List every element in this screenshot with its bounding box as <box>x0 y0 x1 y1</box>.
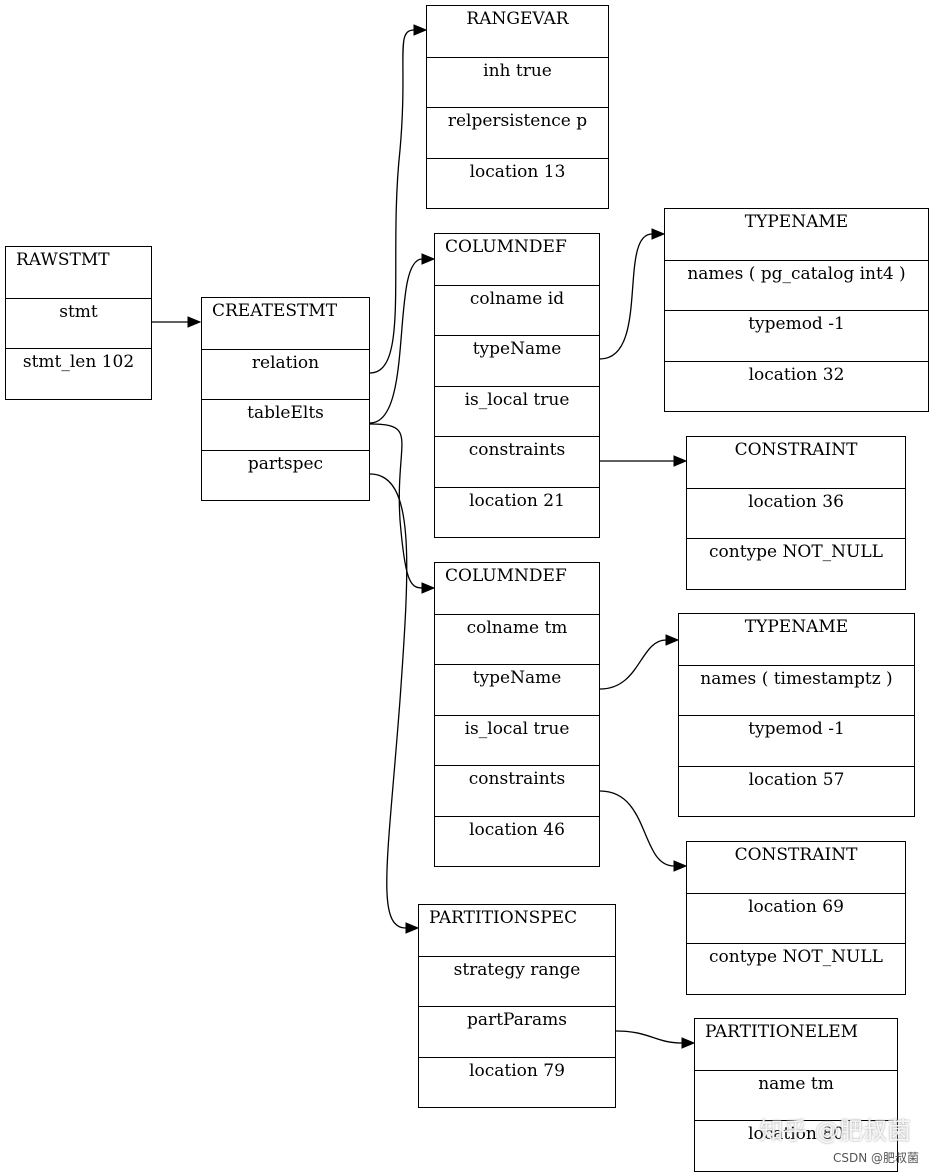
node-columndef-tm: COLUMNDEF colname tm typeName is_local t… <box>434 562 600 867</box>
node-partitionspec: PARTITIONSPEC strategy range partParams … <box>418 904 616 1108</box>
arrowhead <box>421 253 436 265</box>
watermark-zhihu: 知乎 @肥叔菌 <box>759 1117 911 1145</box>
field-is-local: is_local true <box>435 714 599 766</box>
node-title: RAWSTMT <box>16 250 110 270</box>
edge-typename2 <box>599 639 667 690</box>
arrowhead <box>421 582 436 594</box>
field-location: location 57 <box>679 765 914 817</box>
field-location: location 69 <box>687 892 905 944</box>
field-location: location 13 <box>427 157 608 209</box>
node-title: TYPENAME <box>744 617 849 637</box>
arrowhead <box>651 228 666 240</box>
node-typename-timestamptz: TYPENAME names ( timestamptz ) typemod -… <box>678 613 915 817</box>
node-constraint-1: CONSTRAINT location 36 contype NOT_NULL <box>686 436 906 590</box>
node-title: TYPENAME <box>744 212 849 232</box>
field-typename: typeName <box>435 335 599 386</box>
arrowhead <box>681 1037 696 1049</box>
field-contype: contype NOT_NULL <box>687 943 905 994</box>
field-location: location 79 <box>419 1056 615 1108</box>
field-strategy: strategy range <box>419 955 615 1007</box>
node-title: COLUMNDEF <box>445 237 567 257</box>
arrowhead <box>187 316 202 328</box>
field-typename: typeName <box>435 664 599 715</box>
node-title: CONSTRAINT <box>734 845 858 865</box>
field-partspec: partspec <box>202 449 369 501</box>
field-is-local: is_local true <box>435 385 599 437</box>
edge-partparams <box>615 1030 683 1044</box>
field-location: location 46 <box>435 815 599 867</box>
field-relpersistence: relpersistence p <box>427 107 608 158</box>
field-stmt-len: stmt_len 102 <box>6 348 151 399</box>
watermark-csdn: CSDN @肥叔菌 <box>832 1151 919 1165</box>
field-location: location 36 <box>687 487 905 539</box>
edge-typename1 <box>599 233 653 360</box>
field-contype: contype NOT_NULL <box>687 538 905 589</box>
edge-relation-rangevar <box>369 29 415 374</box>
field-constraints: constraints <box>435 436 599 487</box>
node-title: COLUMNDEF <box>445 566 567 586</box>
node-columndef-id: COLUMNDEF colname id typeName is_local t… <box>434 233 600 538</box>
field-colname: colname tm <box>435 613 599 665</box>
edge-tableelts-columndef2 <box>369 423 423 589</box>
node-title: CONSTRAINT <box>734 440 858 460</box>
arrowhead <box>673 860 688 872</box>
field-tableelts: tableElts <box>202 399 369 450</box>
field-names: names ( pg_catalog int4 ) <box>665 259 928 311</box>
field-typemod: typemod -1 <box>679 715 914 766</box>
node-rawstmt: RAWSTMT stmt stmt_len 102 <box>5 246 152 400</box>
arrowhead <box>665 634 680 646</box>
field-partparams: partParams <box>419 1006 615 1057</box>
edge-constraint2 <box>599 790 675 867</box>
node-rangevar: RANGEVAR inh true relpersistence p locat… <box>426 5 609 209</box>
field-stmt: stmt <box>6 297 151 349</box>
field-name: name tm <box>695 1069 897 1121</box>
arrowhead <box>413 24 428 36</box>
node-typename-int4: TYPENAME names ( pg_catalog int4 ) typem… <box>664 208 929 412</box>
field-typemod: typemod -1 <box>665 310 928 361</box>
node-createstmt: CREATESTMT relation tableElts partspec <box>201 297 370 501</box>
node-title: PARTITIONELEM <box>705 1022 859 1042</box>
edge-tableelts-columndef1 <box>369 258 423 424</box>
field-inh: inh true <box>427 56 608 108</box>
node-title: CREATESTMT <box>212 301 338 321</box>
field-location: location 32 <box>665 360 928 412</box>
field-location: location 21 <box>435 486 599 538</box>
field-constraints: constraints <box>435 765 599 816</box>
arrowhead <box>673 455 688 467</box>
node-title: RANGEVAR <box>466 9 569 29</box>
field-colname: colname id <box>435 284 599 336</box>
node-partitionelem: PARTITIONELEM name tm location 80 <box>694 1018 898 1172</box>
node-title: PARTITIONSPEC <box>429 908 578 928</box>
arrowhead <box>405 922 420 934</box>
field-relation: relation <box>202 348 369 400</box>
node-constraint-2: CONSTRAINT location 69 contype NOT_NULL <box>686 841 906 995</box>
field-location: location 80 <box>695 1120 897 1171</box>
edge-partspec-partitionspec <box>369 473 408 929</box>
field-names: names ( timestamptz ) <box>679 664 914 716</box>
